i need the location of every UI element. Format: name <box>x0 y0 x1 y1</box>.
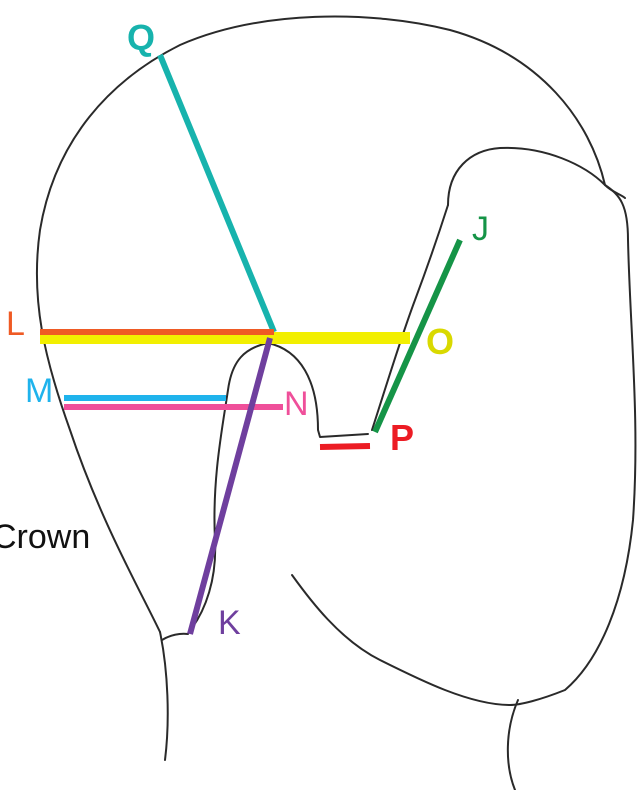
line-K <box>187 337 273 635</box>
line-P <box>319 443 371 450</box>
label-K: K <box>218 604 241 642</box>
label-J: J <box>472 210 489 248</box>
label-Q: Q <box>127 17 155 58</box>
line-J <box>372 238 463 434</box>
label-L: L <box>6 305 25 343</box>
label-M: M <box>25 372 53 410</box>
ear-lobe-outline <box>506 699 519 790</box>
ear-front-edge <box>371 204 449 431</box>
cheek-contour <box>191 342 269 629</box>
ear-outline <box>291 146 637 706</box>
neck-outline-left-small <box>161 632 189 641</box>
line-Q <box>157 53 277 334</box>
label-N: N <box>284 385 309 423</box>
label-P: P <box>390 417 414 458</box>
head-outline <box>35 15 626 633</box>
crown-caption: Crown <box>0 518 90 556</box>
label-O: O <box>426 321 454 362</box>
neck-outline-left <box>159 631 169 761</box>
tragus-contour <box>267 342 369 438</box>
